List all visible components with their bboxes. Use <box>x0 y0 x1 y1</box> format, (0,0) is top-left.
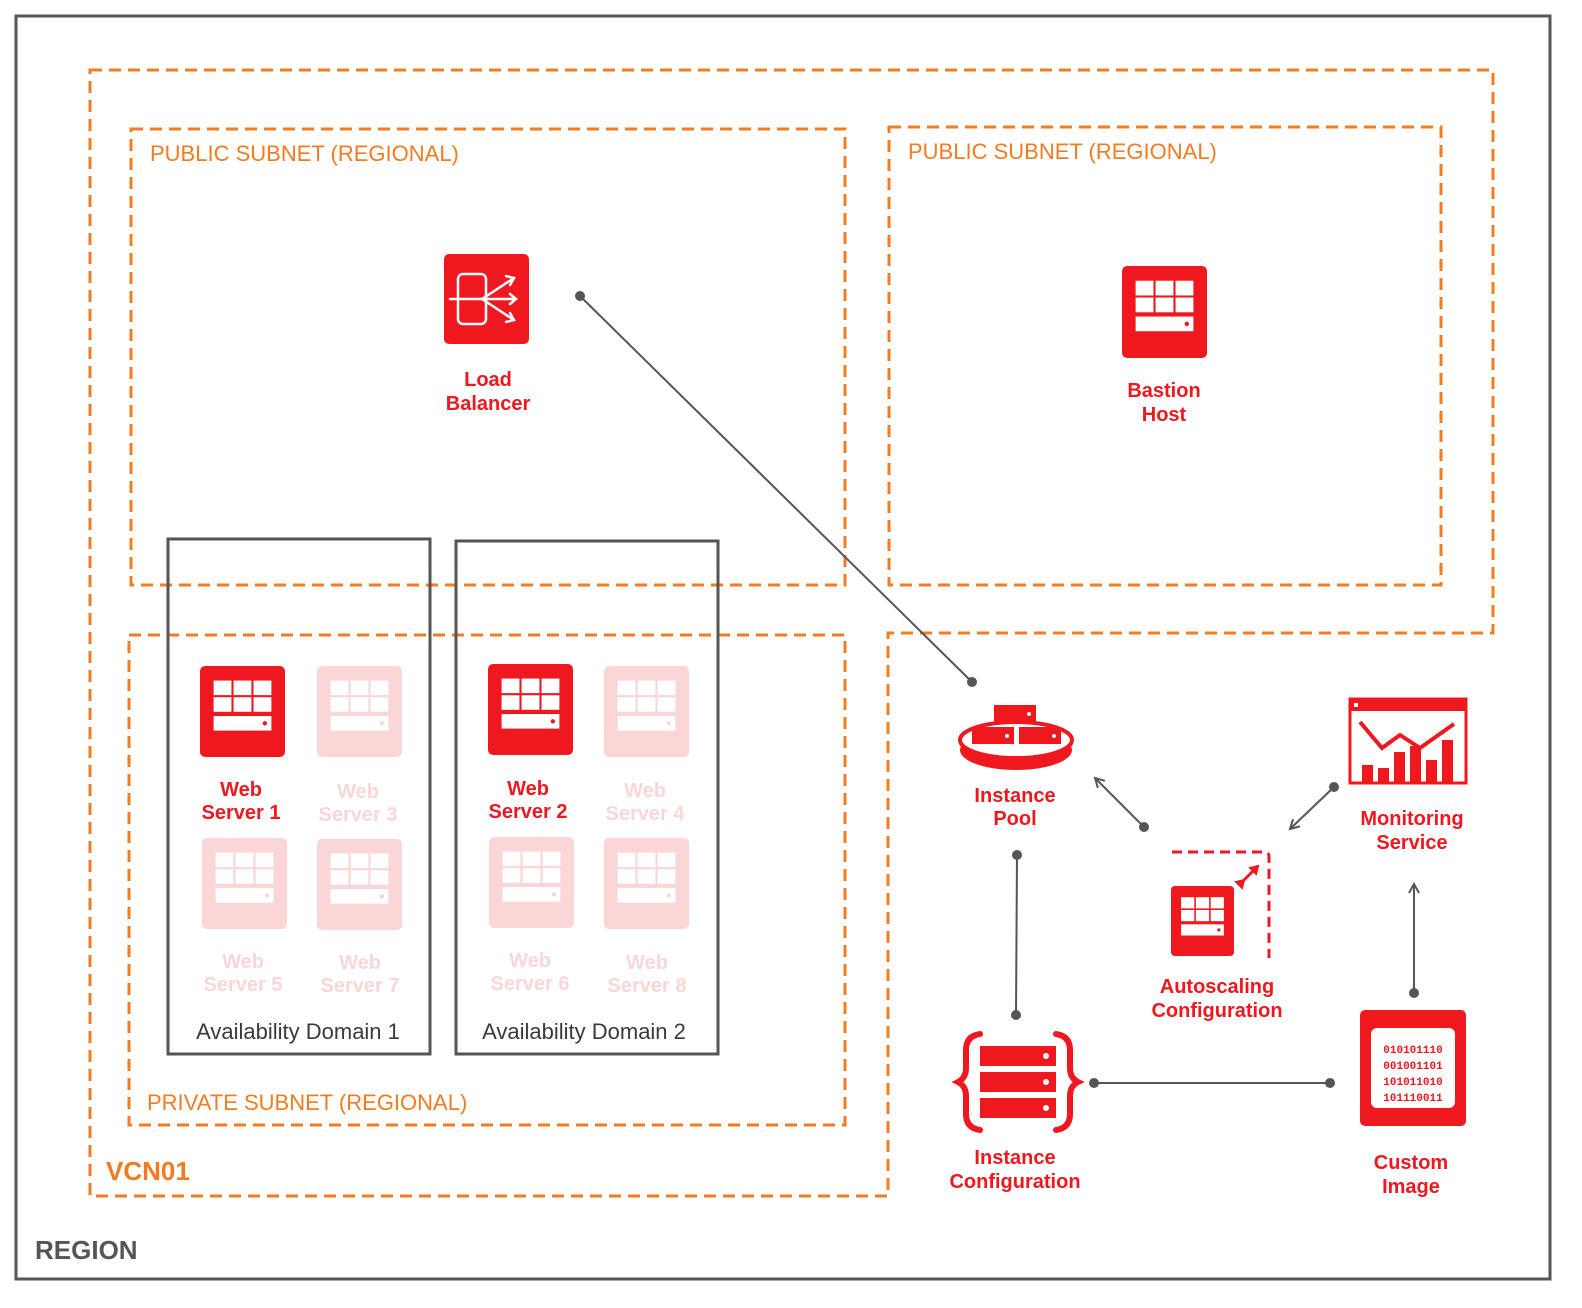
instance-pool-label-1: Instance <box>974 785 1055 807</box>
web-server-7-label-2: Server 7 <box>321 975 400 997</box>
monitoring-chart-icon <box>1348 697 1468 785</box>
web-server-3: Web Server 3 <box>317 666 402 826</box>
public-subnet-right <box>887 125 1443 587</box>
lb-line-dot <box>575 291 585 301</box>
monitoring-service-node: Monitoring Service <box>1348 697 1468 854</box>
web-server-7-label-1: Web <box>339 952 381 974</box>
custom-image-binary-1: 010101110 <box>1383 1045 1442 1057</box>
availability-domain-2 <box>454 539 720 1056</box>
bastion-host-label-1: Bastion <box>1127 380 1200 402</box>
autoscaling-label-1: Autoscaling <box>1160 976 1274 998</box>
load-balancer-label-1: Load <box>464 369 512 391</box>
web-server-3-icon <box>317 666 402 757</box>
bastion-host-label-2: Host <box>1142 404 1187 426</box>
instance-pool-node: Instance Pool <box>958 705 1074 830</box>
bastion-host-node: Bastion Host <box>1122 266 1207 426</box>
web-server-4-icon <box>604 666 689 757</box>
custom-image-binary-3: 101011010 <box>1383 1077 1442 1089</box>
instance-configuration-label-1: Instance <box>974 1147 1055 1169</box>
vcn-label: VCN01 <box>106 1156 190 1186</box>
custom-image-label-2: Image <box>1382 1176 1440 1198</box>
web-server-6-icon <box>489 837 574 928</box>
instance-pool-icon <box>958 705 1074 770</box>
web-server-1-label-1: Web <box>220 779 262 801</box>
custom-image-label-1: Custom <box>1374 1152 1448 1174</box>
autoscaling-node: Autoscaling Configuration <box>1151 850 1283 1022</box>
web-server-5: Web Server 5 <box>202 838 287 996</box>
config-to-image-dot-right <box>1325 1078 1335 1088</box>
web-server-6: Web Server 6 <box>489 837 574 995</box>
public-subnet-left-label: PUBLIC SUBNET (REGIONAL) <box>150 141 459 166</box>
web-server-8-icon <box>604 838 689 929</box>
instance-configuration-label-2: Configuration <box>949 1171 1080 1193</box>
private-subnet-label: PRIVATE SUBNET (REGIONAL) <box>147 1090 467 1115</box>
config-to-image-dot-left <box>1089 1078 1099 1088</box>
autoscale-to-pool-arrow <box>1095 778 1145 828</box>
web-server-6-label-1: Web <box>509 950 551 972</box>
region-box <box>14 14 1552 1281</box>
image-to-monitor-dot <box>1409 988 1419 998</box>
web-server-2-label-2: Server 2 <box>489 801 568 823</box>
pool-line-dot <box>967 677 977 687</box>
web-server-1-label-2: Server 1 <box>202 802 281 824</box>
web-server-5-label-1: Web <box>222 951 264 973</box>
web-server-4-label-1: Web <box>624 780 666 802</box>
web-server-2: Web Server 2 <box>488 664 573 823</box>
pool-to-config-dot-top <box>1012 850 1022 860</box>
web-server-1-icon <box>200 666 285 757</box>
autoscaling-label-2: Configuration <box>1151 1000 1282 1022</box>
autoscale-to-pool-dot <box>1139 822 1149 832</box>
autoscaling-scale-arrow <box>1234 864 1260 890</box>
monitoring-label-1: Monitoring <box>1360 808 1463 830</box>
web-server-4-label-2: Server 4 <box>606 803 686 825</box>
instance-pool-label-2: Pool <box>993 808 1036 830</box>
custom-image-node: 010101110 001001101 101011010 101110011 … <box>1360 1010 1466 1198</box>
web-server-4: Web Server 4 <box>604 666 689 825</box>
web-server-8: Web Server 8 <box>604 838 689 997</box>
web-server-3-label-1: Web <box>337 781 379 803</box>
connectors <box>575 291 1419 1088</box>
region-label: REGION <box>35 1235 138 1265</box>
instance-configuration-node: Instance Configuration <box>949 1031 1085 1193</box>
autoscaling-server-icon <box>1171 886 1234 956</box>
web-server-2-label-1: Web <box>507 778 549 800</box>
private-subnet <box>127 633 847 1127</box>
web-server-8-label-1: Web <box>626 952 668 974</box>
availability-domain-2-label: Availability Domain 2 <box>482 1019 686 1044</box>
availability-domain-1 <box>166 537 432 1056</box>
monitor-to-autoscale-arrow <box>1290 786 1335 829</box>
public-subnet-left <box>129 127 847 587</box>
availability-domain-1-label: Availability Domain 1 <box>196 1019 400 1044</box>
web-server-8-label-2: Server 8 <box>608 975 687 997</box>
pool-to-config-dot-bottom <box>1011 1010 1021 1020</box>
lb-to-pool-line <box>579 295 973 683</box>
web-server-3-label-2: Server 3 <box>319 804 398 826</box>
autoscaling-scale-frame <box>1172 850 1271 958</box>
pool-to-config-line <box>1015 854 1018 1016</box>
bastion-host-icon <box>1122 266 1207 358</box>
instance-configuration-icon <box>951 1031 1085 1133</box>
custom-image-binary-2: 001001101 <box>1383 1061 1443 1073</box>
web-server-2-icon <box>488 664 573 755</box>
web-server-5-label-2: Server 5 <box>204 974 283 996</box>
web-server-7-icon <box>317 839 402 930</box>
vcn-outline <box>88 68 1495 1198</box>
web-server-1: Web Server 1 <box>200 666 285 824</box>
web-server-5-icon <box>202 838 287 929</box>
web-server-6-label-2: Server 6 <box>491 973 570 995</box>
load-balancer-node: Load Balancer <box>444 254 530 415</box>
web-server-7: Web Server 7 <box>317 839 402 997</box>
monitoring-label-2: Service <box>1376 832 1447 854</box>
monitor-to-autoscale-dot <box>1329 782 1339 792</box>
custom-image-binary-4: 101110011 <box>1383 1093 1443 1105</box>
load-balancer-label-2: Balancer <box>446 393 531 415</box>
public-subnet-right-label: PUBLIC SUBNET (REGIONAL) <box>908 139 1217 164</box>
